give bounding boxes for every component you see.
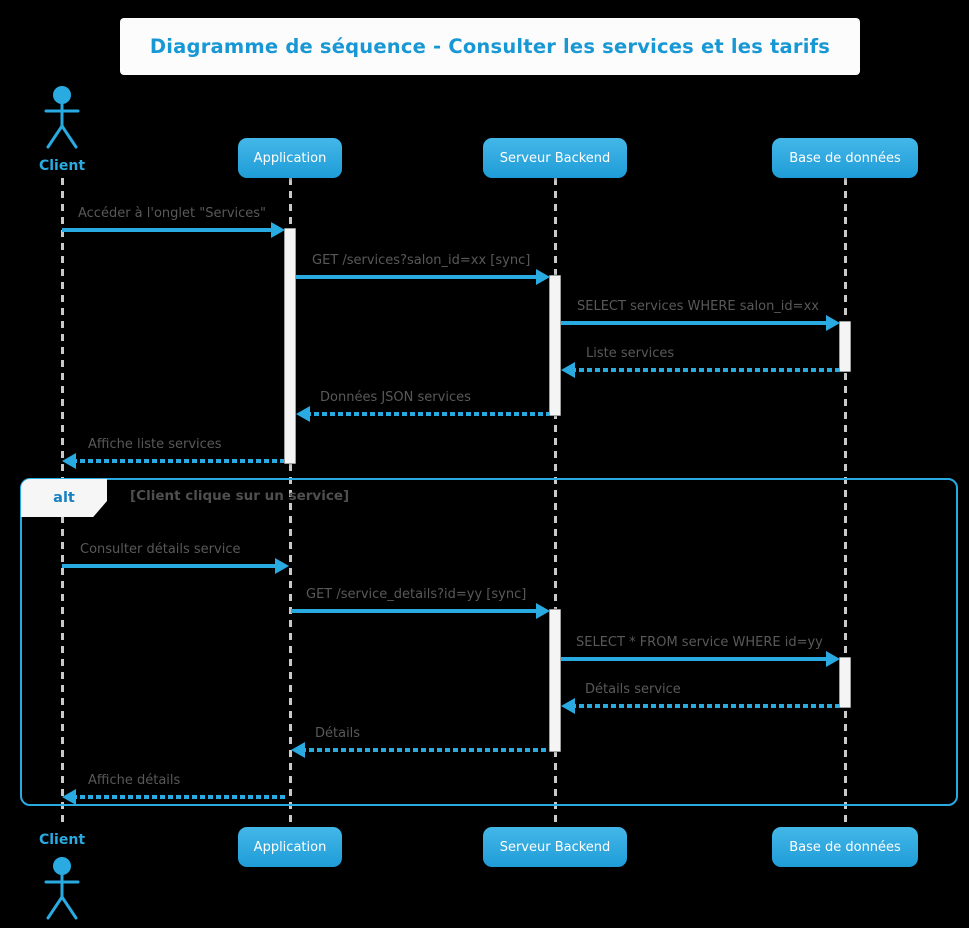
diagram-title-box: Diagramme de séquence - Consulter les se… [120, 18, 860, 75]
lifeline-foot-backend: Serveur Backend [483, 827, 627, 867]
arrowhead-icon-8 [826, 651, 840, 667]
message-line-6 [62, 564, 278, 568]
arrowhead-icon-5 [62, 453, 76, 469]
lifeline-database [843, 178, 847, 827]
message-label-9: Détails service [585, 682, 681, 697]
actor-icon [44, 86, 80, 149]
actor-label-top-client: Client [38, 158, 86, 174]
message-line-2 [561, 321, 829, 325]
message-line-9 [571, 704, 839, 708]
arrowhead-icon-11 [62, 789, 76, 805]
actor-figure-bottom-client [40, 850, 84, 926]
arrowhead-icon-3 [561, 362, 575, 378]
message-label-5: Affiche liste services [88, 437, 222, 452]
activation-bar-application-0 [284, 228, 296, 464]
message-line-1 [296, 275, 539, 279]
activation-bar-database-4 [839, 657, 851, 708]
message-line-4 [306, 412, 549, 416]
actor-icon [44, 857, 80, 920]
activation-bar-database-2 [839, 321, 851, 372]
message-line-3 [571, 368, 839, 372]
actor-label-bottom-client: Client [38, 832, 86, 848]
arrowhead-icon-0 [271, 222, 285, 238]
message-label-0: Accéder à l'onglet "Services" [78, 206, 267, 221]
message-label-8: SELECT * FROM service WHERE id=yy [576, 635, 823, 650]
arrowhead-icon-9 [561, 698, 575, 714]
alt-frame [20, 478, 958, 806]
lifeline-backend [553, 178, 557, 827]
message-label-7: GET /service_details?id=yy [sync] [306, 587, 527, 602]
message-line-10 [301, 748, 549, 752]
arrowhead-icon-1 [536, 269, 550, 285]
lifeline-application [288, 178, 292, 827]
diagram-title: Diagramme de séquence - Consulter les se… [149, 35, 831, 58]
message-line-0 [62, 228, 274, 232]
lifeline-head-application: Application [238, 138, 342, 178]
message-label-2: SELECT services WHERE salon_id=xx [577, 299, 819, 314]
message-line-8 [561, 657, 829, 661]
arrowhead-icon-6 [275, 558, 289, 574]
message-line-5 [72, 459, 284, 463]
message-label-3: Liste services [586, 346, 675, 361]
arrowhead-icon-2 [826, 315, 840, 331]
alt-label: alt [21, 479, 107, 517]
message-label-10: Détails [315, 726, 361, 741]
message-line-11 [72, 795, 288, 799]
arrowhead-icon-4 [296, 406, 310, 422]
lifeline-head-backend: Serveur Backend [483, 138, 627, 178]
message-label-4: Données JSON services [320, 390, 471, 405]
activation-bar-backend-1 [549, 275, 561, 416]
lifeline-foot-database: Base de données [772, 827, 918, 867]
arrowhead-icon-10 [291, 742, 305, 758]
message-label-6: Consulter détails service [80, 542, 241, 557]
alt-guard: [Client clique sur un service] [130, 488, 350, 504]
lifeline-foot-application: Application [238, 827, 342, 867]
lifeline-head-database: Base de données [772, 138, 918, 178]
message-line-7 [291, 609, 539, 613]
arrowhead-icon-7 [536, 603, 550, 619]
actor-figure-top-client [40, 84, 84, 150]
activation-bar-backend-3 [549, 609, 561, 752]
message-label-11: Affiche détails [88, 773, 181, 788]
message-label-1: GET /services?salon_id=xx [sync] [312, 253, 531, 268]
